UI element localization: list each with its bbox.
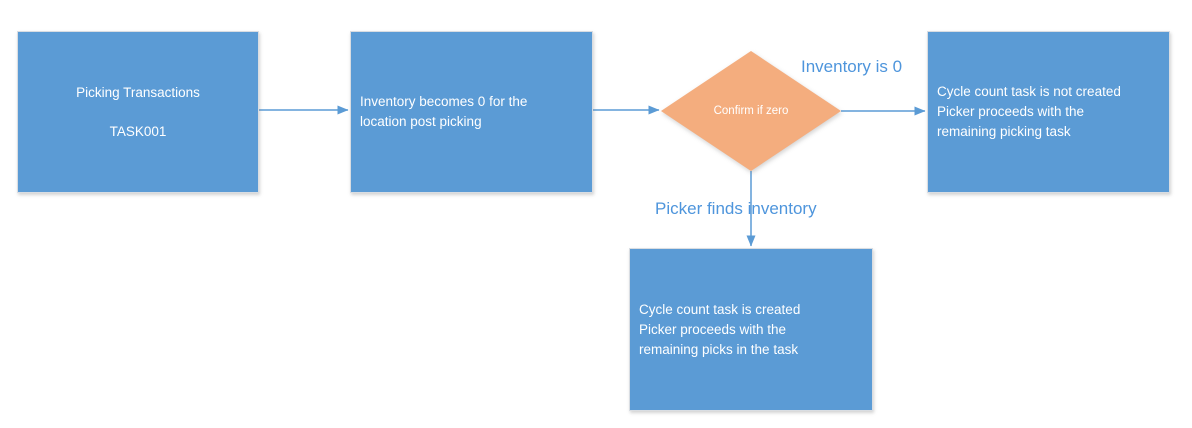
node-picking-line-1: Picking Transactions — [76, 84, 200, 100]
node-created-line-1: Cycle count task is created — [639, 301, 801, 317]
edge-label-picker-finds-inventory: Picker finds inventory — [655, 199, 817, 218]
decision-diamond-shape — [661, 51, 841, 171]
node-created-line-2: Picker proceeds with the — [639, 321, 787, 337]
node-inventory-becomes-zero: Inventory becomes 0 for the location pos… — [350, 31, 593, 193]
node-inventory-line-1: Inventory becomes 0 for the — [360, 94, 528, 109]
node-picking-line-2: TASK001 — [109, 123, 167, 139]
node-not-created-line-1: Cycle count task is not created — [937, 84, 1121, 99]
node-cycle-count-created: Cycle count task is created Picker proce… — [629, 248, 873, 411]
node-not-created-line-3: remaining picking task — [937, 124, 1071, 139]
node-picking-transactions: Picking Transactions TASK001 — [17, 31, 259, 193]
edge-label-inventory-is-zero: Inventory is 0 — [801, 57, 903, 76]
node-cycle-count-not-created: Cycle count task is not created Picker p… — [927, 31, 1170, 193]
node-created-line-3: remaining picks in the task — [639, 341, 799, 357]
node-not-created-line-2: Picker proceeds with the — [937, 104, 1085, 119]
node-inventory-line-2: location post picking — [360, 114, 482, 129]
